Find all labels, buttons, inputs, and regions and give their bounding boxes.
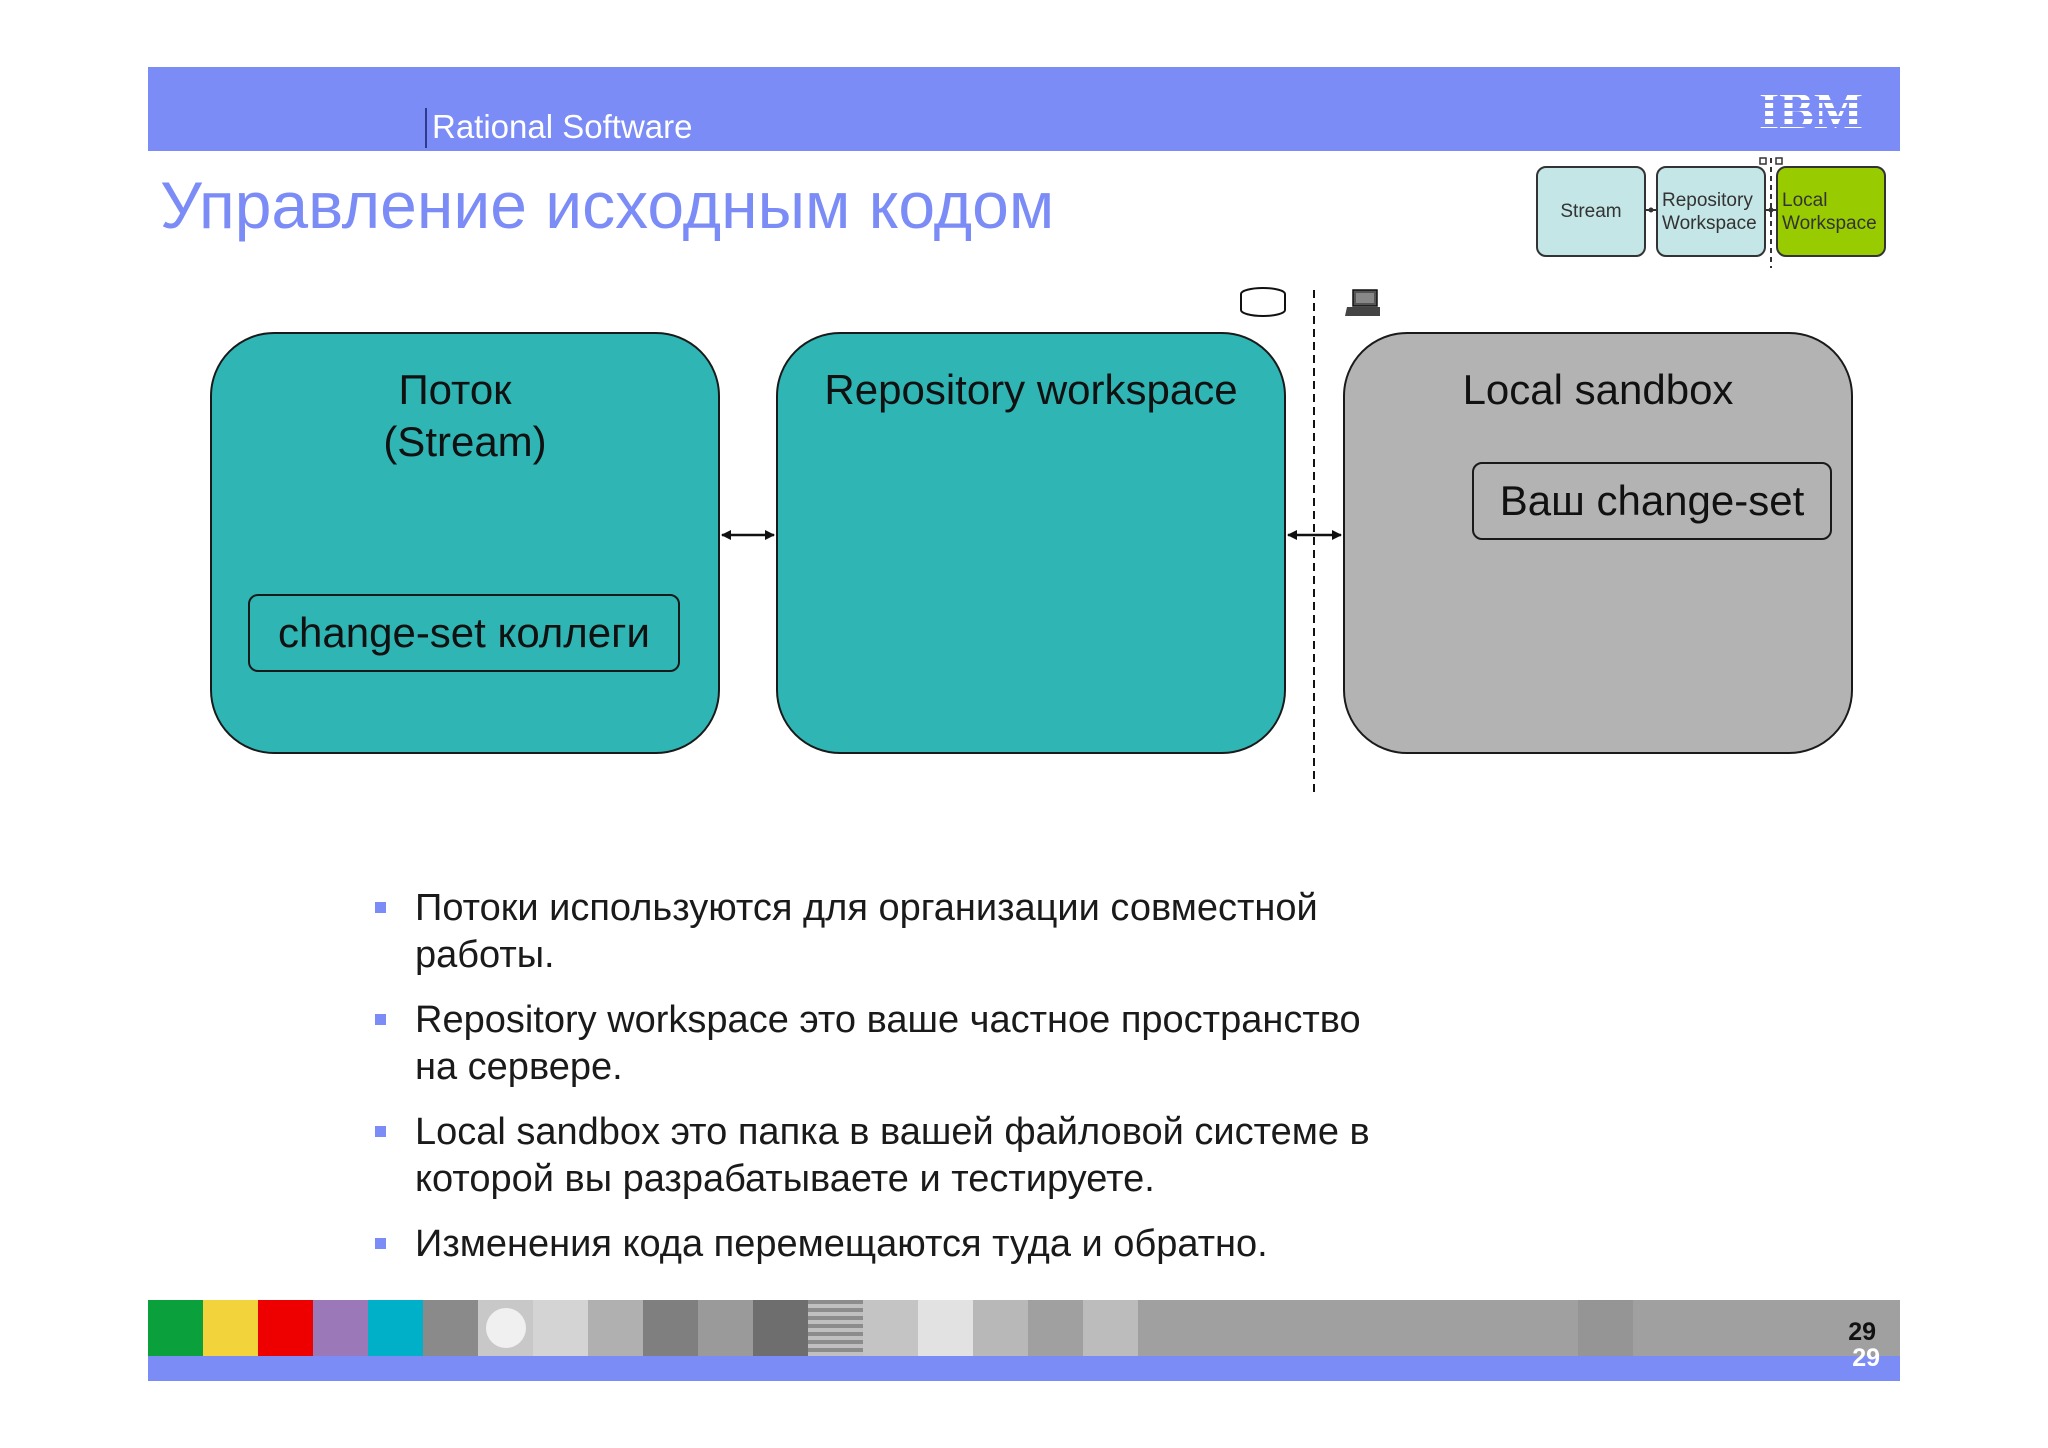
bullet-item: Изменения кода перемещаются туда и обрат… xyxy=(415,1221,1415,1268)
footer-photo-tile xyxy=(588,1300,643,1356)
footer-photo-tile xyxy=(643,1300,698,1356)
bullet-line: Local sandbox это папка в вашей файловой… xyxy=(415,1111,1370,1153)
bullet-item: Потоки используются для организации совм… xyxy=(415,885,1415,979)
local-sandbox-title: Local sandbox xyxy=(1462,366,1734,413)
page-number: 29 xyxy=(1848,1318,1876,1346)
stream-subtitle: (Stream) xyxy=(383,418,547,465)
footer-photo-tile xyxy=(1578,1300,1633,1356)
local-sandbox-box xyxy=(1343,332,1853,754)
laptop-icon xyxy=(1345,289,1380,316)
header-band xyxy=(148,67,1900,151)
diagram-connectors xyxy=(721,287,1380,795)
bullet-marker xyxy=(375,1238,386,1249)
mini-legend-local-workspace: Local Workspace xyxy=(1776,166,1886,257)
bullet-item: Repository workspace это ваше частное пр… xyxy=(415,997,1415,1091)
footer-photo-tile xyxy=(423,1300,478,1356)
stream-box xyxy=(210,332,720,754)
footer-photo-tile xyxy=(698,1300,753,1356)
colleague-changeset-box: change-set коллеги xyxy=(248,594,680,672)
footer-photo-tile xyxy=(1083,1300,1138,1356)
bullet-marker xyxy=(375,1126,386,1137)
footer-photo-tile xyxy=(753,1300,808,1356)
footer-color-tile xyxy=(313,1300,368,1356)
footer-photo-tile xyxy=(973,1300,1028,1356)
mini-legend-local-line2: Workspace xyxy=(1782,212,1877,234)
mini-legend-repository-workspace: Repository Workspace xyxy=(1656,166,1766,257)
bullet-line: работы. xyxy=(415,934,555,976)
footer-band xyxy=(148,1356,1900,1381)
bullet-line: Repository workspace это ваше частное пр… xyxy=(415,999,1361,1041)
footer-color-tile xyxy=(368,1300,423,1356)
your-changeset-box: Ваш change-set xyxy=(1472,462,1832,540)
mini-legend-repo-line1: Repository xyxy=(1662,189,1753,211)
bullet-item: Local sandbox это папка в вашей файловой… xyxy=(415,1109,1415,1203)
stream-title: Поток xyxy=(398,366,512,413)
page-number-footer: 29 xyxy=(1852,1344,1880,1372)
database-icon xyxy=(1240,287,1286,317)
header-divider xyxy=(425,108,427,148)
bullet-line: на сервере. xyxy=(415,1046,623,1088)
mini-legend-local-line1: Local xyxy=(1782,189,1828,211)
bullet-marker xyxy=(375,902,386,913)
slide-title: Управление исходным кодом xyxy=(160,168,1055,242)
repository-workspace-box xyxy=(776,332,1286,754)
mini-legend-connectors xyxy=(1646,157,1783,268)
footer-photo-tile xyxy=(863,1300,918,1356)
footer-color-tile xyxy=(148,1300,203,1356)
bullet-line: Изменения кода перемещаются туда и обрат… xyxy=(415,1223,1268,1265)
repository-workspace-title: Repository workspace xyxy=(824,366,1238,413)
product-name: Rational Software xyxy=(432,108,693,145)
ibm-logo: IBM xyxy=(1750,86,1872,134)
mini-legend-stream-label: Stream xyxy=(1560,201,1622,222)
footer-photo-tile xyxy=(533,1300,588,1356)
bullet-marker xyxy=(375,1014,386,1025)
footer-photo-tile xyxy=(918,1300,973,1356)
bullet-line: Потоки используются для организации совм… xyxy=(415,887,1318,929)
footer-color-tile xyxy=(203,1300,258,1356)
footer-photo-tile xyxy=(808,1300,863,1356)
bullet-line: которой вы разрабатываете и тестируете. xyxy=(415,1158,1155,1200)
mini-legend-stream: Stream xyxy=(1536,166,1646,257)
mini-legend-repo-line2: Workspace xyxy=(1662,212,1757,234)
footer-color-tile xyxy=(258,1300,313,1356)
footer-photo-tile xyxy=(478,1300,533,1356)
